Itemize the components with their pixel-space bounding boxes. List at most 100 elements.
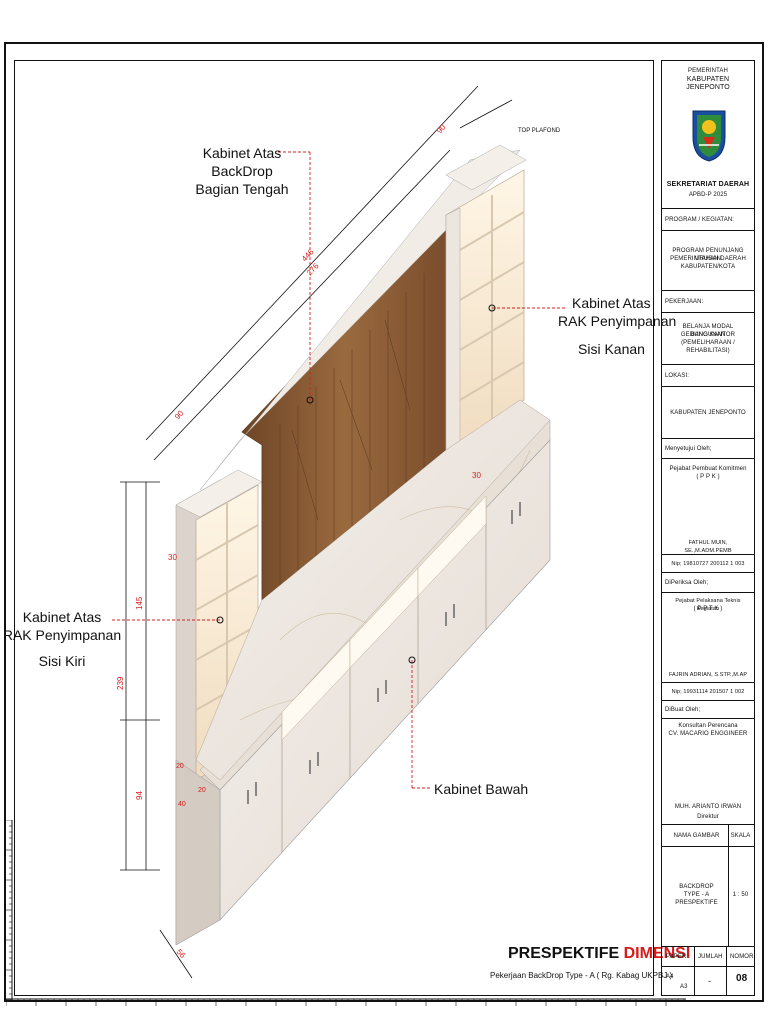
paper-a3: A3 <box>680 984 688 990</box>
dim-top-left: 90 <box>173 408 186 421</box>
program-value-row: PROGRAM PENUNJANG URUSAN PEMERINTAHAN DA… <box>662 231 754 291</box>
dim-height-upper: 145 <box>135 596 144 610</box>
checked-sign-row: Pejabat Pelaksana Teknis Kegiatan ( P P … <box>662 593 754 683</box>
label-right-line1: Kabinet Atas <box>572 295 651 311</box>
regency-emblem <box>692 110 726 162</box>
approved-role-1: Pejabat Pembuat Komitmen <box>669 466 747 472</box>
drawing-name-header: NAMA GAMBAR <box>673 833 720 839</box>
approved-label: Menyetujui Oleh; <box>665 446 712 452</box>
made-sign-row: Konsultan Perencana CV. MACARIO ENGGINEE… <box>662 719 754 825</box>
location-label-row: LOKASI: <box>662 365 754 387</box>
paper-a4: A4 <box>666 974 674 980</box>
checked-role-1: Pejabat Pelaksana Teknis Kegiatan <box>675 598 741 612</box>
right-top-cap <box>445 144 527 191</box>
dimension-lines <box>125 85 513 979</box>
made-role: Direktur <box>697 814 719 820</box>
label-center-line2: BackDrop <box>211 163 273 179</box>
approved-sign-row: Pejabat Pembuat Komitmen ( P P K ) FATHU… <box>662 459 754 555</box>
drawing-value-row: BACKDROP TYPE - A PRESPEKTIFE 1 : 50 <box>662 847 754 947</box>
drawing-title-part1: PRESPEKTIFE <box>508 945 619 962</box>
scale-header: SKALA <box>730 833 751 839</box>
approved-name: FATHUL MUIN, SE.,M.Adm.Pemb <box>684 540 732 554</box>
checked-role-2: ( P P T K ) <box>693 606 723 612</box>
budget-year: APBD-P 2025 <box>688 192 728 198</box>
checked-label-row: DiPeriksa Oleh; <box>662 573 754 593</box>
right-shelf-lines <box>459 195 525 430</box>
drawing-name-1: BACKDROP <box>679 884 714 890</box>
leader-end-dots <box>216 304 496 664</box>
left-ruler <box>5 820 13 1000</box>
drawing-name-3: PRESPEKTIFE <box>675 900 718 906</box>
work-label: PEKERJAAN: <box>665 299 704 305</box>
made-label-row: DiBuat Oleh; <box>662 701 754 719</box>
drawing-name-2: TYPE - A <box>683 892 710 898</box>
checked-label: DiPeriksa Oleh; <box>665 580 709 586</box>
location-label: LOKASI: <box>665 373 690 379</box>
made-org-2: CV. MACARIO ENGGINEER <box>668 731 748 737</box>
drawing-frame <box>14 60 654 996</box>
work-value-2: GEDUNG KANTOR <box>680 332 736 338</box>
dim-top-right: 90 <box>435 122 448 135</box>
government-line1: PEMERINTAH <box>688 68 728 74</box>
program-value-2: PEMERINTAHAN DAERAH <box>670 256 746 262</box>
checked-nip-row: Nip; 19931114 201507 1 002 <box>662 683 754 701</box>
program-label: PROGRAM / KEGIATAN: <box>665 217 735 223</box>
approved-role-2: ( P P K ) <box>696 474 720 480</box>
number-value: 08 <box>736 973 748 984</box>
leader-lines <box>112 151 566 789</box>
approved-nip-row: Nip; 19810727 200112 1 003 <box>662 555 754 573</box>
program-value-1: PROGRAM PENUNJANG URUSAN <box>672 248 744 262</box>
top-plafond-label: TOP PLAFOND <box>518 128 561 134</box>
label-bottom-cabinet: Kabinet Bawah <box>434 781 528 797</box>
dim-small-2: 20 <box>176 763 184 770</box>
location-value: KABUPATEN JENEPONTO <box>670 410 746 416</box>
drawing-header-row: NAMA GAMBAR SKALA <box>662 825 754 847</box>
checked-name: FAJRIN ADRIAN, S.STP.,M.AP <box>668 672 748 678</box>
paper-divider-1 <box>694 947 695 995</box>
label-left-line1: Kabinet Atas <box>23 609 102 625</box>
label-center-line1: Kabinet Atas <box>203 145 282 161</box>
label-center-line3: Bagian Tengah <box>195 181 288 197</box>
title-block: PEMERINTAH KABUPATEN JENEPONTO SEKRETARI… <box>661 60 755 996</box>
countertop-surface <box>195 399 551 781</box>
drawing-subtitle: Pekerjaan BackDrop Type - A ( Rg. Kabag … <box>490 971 673 980</box>
paper-divider-2 <box>726 947 727 995</box>
agency-name: SEKRETARIAT DAERAH <box>666 181 750 188</box>
label-right-line3: Sisi Kanan <box>578 341 645 357</box>
drawing-title-part2: DIMENSI <box>624 945 691 962</box>
made-org-1: Konsultan Perencana <box>678 723 738 729</box>
dim-small-3: 20 <box>198 787 206 794</box>
work-value-1: BELANJA MODAL BANGUNAN <box>682 324 734 338</box>
work-value-3: (PEMELIHARAAN / REHABILITASI) <box>681 340 735 354</box>
government-line2: KABUPATEN JENEPONTO <box>686 76 730 91</box>
program-value-3: KABUPATEN/KOTA <box>680 264 736 270</box>
paper-header-row: PAPER JUMLAH NOMOR <box>662 947 754 995</box>
made-name: MUH. ARIANTO IRWAN <box>674 804 742 810</box>
header-divider <box>728 825 729 847</box>
approved-nip: Nip; 19810727 200112 1 003 <box>671 561 745 567</box>
location-value-row: KABUPATEN JENEPONTO <box>662 387 754 439</box>
label-left-line2: RAK Penyimpanan <box>3 627 121 643</box>
bottom-ruler <box>6 998 686 1006</box>
cabinet-handles <box>247 502 521 804</box>
number-header: NOMOR <box>730 954 754 960</box>
dim-height-lower: 94 <box>135 791 144 800</box>
dim-small-1: 40 <box>178 801 186 808</box>
approved-label-row: Menyetujui Oleh; <box>662 439 754 459</box>
right-side-panel <box>445 207 461 453</box>
dim-depth-left: 30 <box>168 553 177 562</box>
dimension-ticks <box>120 481 160 871</box>
dim-total-inner: 276 <box>305 261 321 277</box>
wood-slats <box>261 273 425 600</box>
label-right-line2: RAK Penyimpanan <box>558 313 676 329</box>
paper-header: PAPER <box>666 954 687 960</box>
work-label-row: PEKERJAAN: <box>662 291 754 313</box>
made-label: DiBuat Oleh; <box>665 707 701 713</box>
dim-height-total: 239 <box>116 676 125 690</box>
cabinet-door-dividers <box>281 508 487 852</box>
value-divider <box>728 847 729 947</box>
drawing-title: PRESPEKTIFE DIMENSI <box>508 945 690 962</box>
paper-value-row: A4 A3 - 08 <box>662 967 754 995</box>
count-header: JUMLAH <box>698 954 723 960</box>
